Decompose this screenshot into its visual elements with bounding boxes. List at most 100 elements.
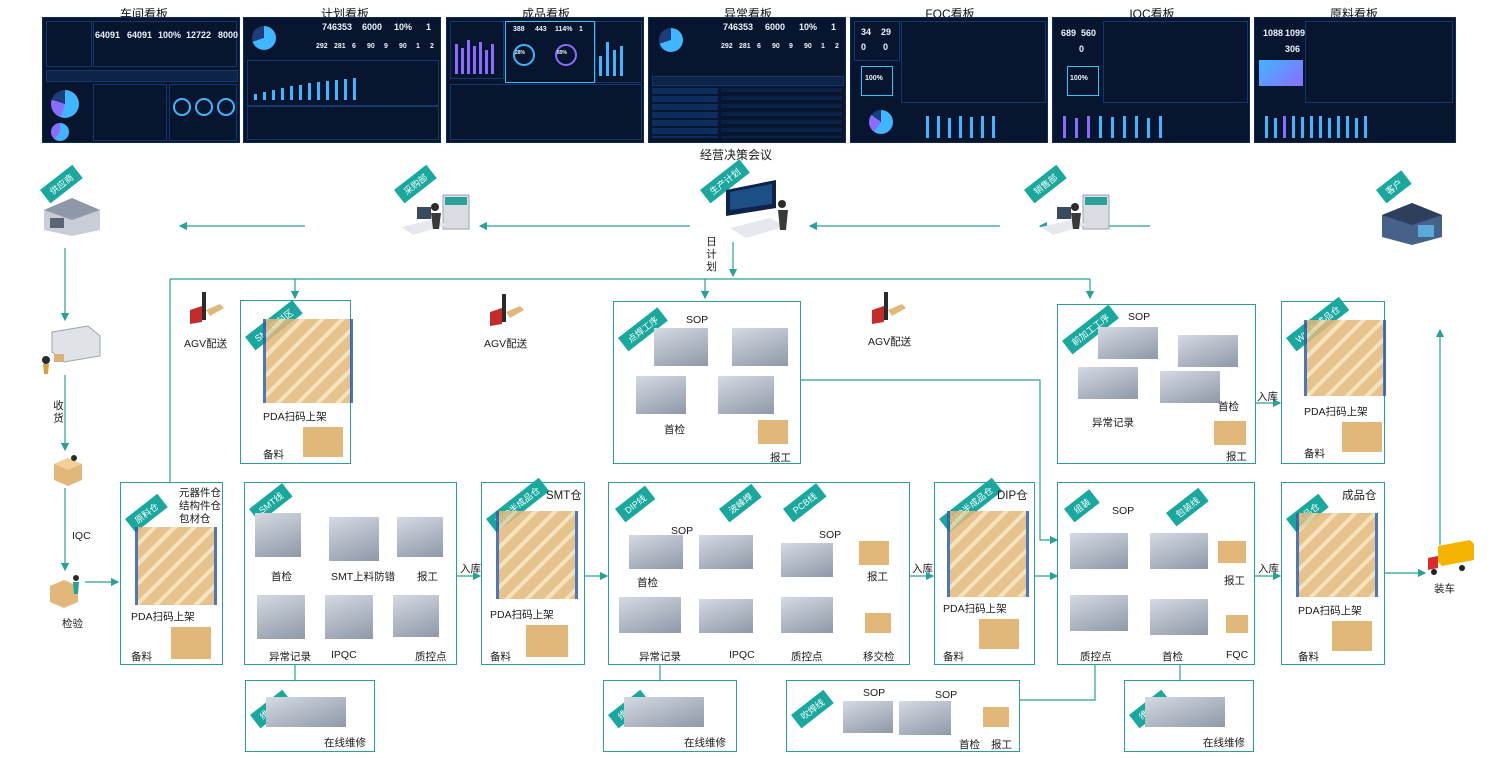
wave-solder-icon <box>699 535 753 569</box>
shelf-rack-icon <box>947 511 1029 597</box>
agv-forklift-icon <box>186 288 226 328</box>
assembly-machine-icon <box>1070 533 1128 569</box>
pre-process[interactable]: 前加工工序 SOP 首检 异常记录 报工 <box>1057 304 1256 464</box>
dip-line[interactable]: DIP线 波峰焊 PCB线 SOP SOP 首检 报工 异常记录 IPQC 质控… <box>608 482 910 665</box>
pda-label: PDA扫码上架 <box>1298 605 1362 617</box>
report-label: 报工 <box>991 739 1012 751</box>
process-machine-icon <box>1078 367 1138 399</box>
repair-station[interactable]: 维修站 在线维修 <box>245 680 375 752</box>
dip-machine-icon <box>781 597 833 633</box>
warehouse-type-label: 元器件仓 <box>179 487 221 499</box>
dashboard-panel[interactable]: 1088 1099 306 <box>1254 17 1456 143</box>
repair-station[interactable]: 维修站 在线维修 <box>603 680 737 752</box>
office-desk-icon <box>395 185 475 247</box>
smt-line[interactable]: SMT线 首检 SMT上料防错 报工 异常记录 IPQC 质控点 <box>244 482 457 665</box>
online-repair-label: 在线维修 <box>1203 737 1245 749</box>
agv-forklift-icon <box>868 288 908 328</box>
dashboard-panel[interactable]: 34 29 0 0 100% <box>850 17 1048 143</box>
wip-finished-warehouse[interactable]: WIP半成品仓 PDA扫码上架 备料 <box>1281 296 1386 464</box>
area-tag: 波峰焊 <box>719 483 762 523</box>
fqc-label: FQC <box>1226 649 1249 661</box>
cargo-box-icon <box>859 541 889 565</box>
first-inspect-label: 首检 <box>637 577 658 589</box>
truck-unloading-icon <box>38 322 102 374</box>
smt-machine-icon <box>255 513 301 557</box>
inspect-label: 检验 <box>62 618 83 630</box>
meeting-title: 经营决策会议 <box>700 148 773 162</box>
sop-label: SOP <box>671 525 694 537</box>
first-inspect-label: 首检 <box>959 739 980 751</box>
dashboard-panel[interactable]: 746353 6000 10% 1 292 281 6 90 9 90 1 2 <box>243 17 441 143</box>
report-label: 报工 <box>1226 451 1247 463</box>
agv-label: AGV配送 <box>184 338 228 350</box>
process-machine-icon <box>1160 371 1220 403</box>
pda-label: PDA扫码上架 <box>1304 406 1368 418</box>
area-tag: DIP线 <box>615 485 656 523</box>
shelf-rack-icon <box>1304 320 1386 396</box>
in-store-label: 入库 <box>460 563 481 575</box>
area-tag: PCB线 <box>783 483 827 523</box>
cargo-box-icon <box>758 420 788 444</box>
cargo-box-icon <box>983 707 1009 727</box>
cargo-box-icon <box>979 619 1019 649</box>
dashboard-panel[interactable]: 746353 6000 10% 1 292 281 6 90 9 90 1 2 <box>648 17 846 143</box>
sop-label: SOP <box>863 687 886 699</box>
raw-material-warehouse[interactable]: 原料仓 元器件仓 结构件仓 包材仓 PDA扫码上架 备料 <box>120 482 223 665</box>
weld-machine-icon <box>654 328 708 366</box>
repair-bench-icon <box>266 697 346 727</box>
cargo-box-icon <box>1332 621 1372 651</box>
abnormal-label: 异常记录 <box>639 651 681 663</box>
shelf-rack-icon <box>496 511 578 599</box>
sop-label: SOP <box>819 529 842 541</box>
repair-station[interactable]: 维修站 在线维修 <box>1124 680 1254 752</box>
spot-weld-process[interactable]: 点焊工序 SOP 首检 报工 <box>613 301 801 464</box>
wip-smt-warehouse[interactable]: WIP半成品仓 SMT仓 PDA扫码上架 备料 <box>481 477 585 665</box>
pda-label: PDA扫码上架 <box>943 603 1007 615</box>
dashboard-panel[interactable]: 689 560 0 100% <box>1052 17 1250 143</box>
finished-warehouse[interactable]: 成品仓 成品仓 PDA扫码上架 备料 <box>1281 482 1385 665</box>
warehouse-type-label: 包材仓 <box>179 513 211 525</box>
weld-machine-icon <box>636 376 686 414</box>
inspect-worker-icon <box>46 572 86 608</box>
pcb-machine-icon <box>781 543 833 577</box>
dashboard-panel[interactable]: 64091 64091 100% 12722 8000 <box>42 17 240 143</box>
first-inspect-label: 首检 <box>1162 651 1183 663</box>
area-tag: 组装 <box>1064 489 1100 523</box>
in-store-label: 入库 <box>1258 563 1279 575</box>
abnormal-label: 异常记录 <box>269 651 311 663</box>
warehouse-icon <box>40 190 104 236</box>
process-machine-icon <box>1098 327 1158 359</box>
prep-label: 备料 <box>943 651 964 663</box>
warehouse-type-label: 结构件仓 <box>179 500 221 512</box>
online-repair-label: 在线维修 <box>324 737 366 749</box>
first-inspect-label: 首检 <box>664 424 685 436</box>
cargo-box-icon <box>526 625 568 657</box>
prep-label: 备料 <box>1304 448 1325 460</box>
qc-point-label: 质控点 <box>1080 651 1112 663</box>
report-label: 报工 <box>867 571 888 583</box>
transfer-label: 移交检 <box>863 651 895 663</box>
smt-material-area[interactable]: SMT物料区 PDA扫码上架 备料 <box>240 300 353 464</box>
assembly-line[interactable]: 组装 包装线 SOP 报工 质控点 首检 FQC <box>1057 482 1255 665</box>
blow-weld-line[interactable]: 吹焊线 SOP SOP 首检 报工 <box>786 680 1020 752</box>
sop-label: SOP <box>1112 505 1135 517</box>
first-inspect-label: 首检 <box>1218 401 1239 413</box>
wip-dip-warehouse[interactable]: WIP半成品仓 DIP仓 PDA扫码上架 备料 <box>934 477 1035 665</box>
anti-error-label: SMT上料防错 <box>331 571 396 583</box>
area-tag: 包装线 <box>1166 487 1209 527</box>
dashboard-panel[interactable]: 388 443 114% 1 28% 89% <box>446 17 644 143</box>
smt-machine-icon <box>325 595 373 639</box>
warehouse-name: SMT仓 <box>546 490 582 502</box>
report-label: 报工 <box>417 571 438 583</box>
report-label: 报工 <box>770 452 791 464</box>
process-machine-icon <box>1178 335 1238 367</box>
weld-machine-icon <box>732 328 788 366</box>
customer-building-icon <box>1378 195 1446 245</box>
cargo-box-icon <box>48 452 88 488</box>
agv-label: AGV配送 <box>868 336 912 348</box>
online-repair-label: 在线维修 <box>684 737 726 749</box>
iqc-label: IQC <box>72 530 91 542</box>
planning-desk-icon <box>720 178 800 248</box>
weld-machine-icon <box>718 376 774 414</box>
packing-machine-icon <box>1150 533 1208 569</box>
